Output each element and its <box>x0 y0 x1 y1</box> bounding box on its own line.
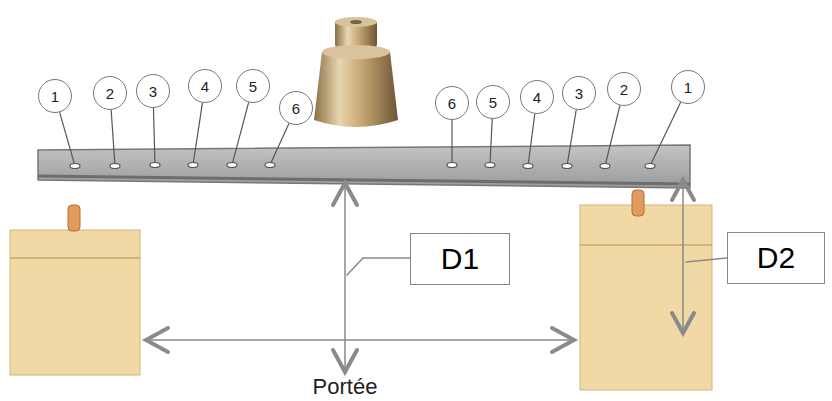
callout-number: 2 <box>620 81 628 98</box>
callout-circle: 1 <box>38 79 72 113</box>
leader-line <box>233 102 249 162</box>
callout-number: 1 <box>684 79 692 96</box>
callout-circle: 3 <box>136 74 170 108</box>
hole <box>265 163 275 168</box>
leader-line <box>60 112 75 163</box>
callout-number: 1 <box>51 88 59 105</box>
hole <box>485 163 495 168</box>
holes <box>70 163 655 169</box>
hole <box>70 164 80 169</box>
leader-lines <box>60 102 681 163</box>
dimension-label: D2 <box>757 241 795 275</box>
callout-number: 4 <box>533 89 541 106</box>
callout-number: 2 <box>106 85 114 102</box>
label-box: D1 <box>410 233 510 285</box>
leader-line <box>490 119 492 162</box>
callout-number: 4 <box>201 78 209 95</box>
callout-circle: 6 <box>279 91 313 125</box>
leader-line <box>451 120 452 162</box>
hole <box>150 163 160 168</box>
hole <box>188 163 198 168</box>
dimension-label: Portée <box>313 374 378 400</box>
callout-circle: 5 <box>236 69 270 103</box>
callout-number: 6 <box>448 95 456 112</box>
callout-circle: 4 <box>520 80 554 114</box>
beam <box>38 145 690 188</box>
callout-number: 3 <box>575 85 583 102</box>
leader-line <box>651 102 680 163</box>
callout-number: 3 <box>149 83 157 100</box>
leader-line <box>271 123 289 162</box>
left-support <box>10 205 140 375</box>
callout-circle: 4 <box>188 69 222 103</box>
leader-line <box>193 103 202 162</box>
dimension-lines <box>145 180 727 374</box>
callout-circle: 5 <box>476 85 510 119</box>
hole <box>600 164 610 169</box>
hole <box>110 164 120 169</box>
leader-line <box>606 106 620 164</box>
hole <box>523 164 533 169</box>
right-support <box>580 190 712 390</box>
leader-line <box>153 108 154 162</box>
callout-circle: 1 <box>671 70 705 104</box>
hole <box>447 163 457 168</box>
label-box: D2 <box>727 232 825 284</box>
hole <box>227 163 237 168</box>
callout-circle: 6 <box>435 86 469 120</box>
hole <box>562 164 572 169</box>
callout-number: 5 <box>249 78 257 95</box>
leader-line <box>111 110 115 163</box>
hole <box>645 164 655 169</box>
callout-circle: 3 <box>562 76 596 110</box>
dimension-label: D1 <box>441 242 479 276</box>
callout-circle: 2 <box>607 72 641 106</box>
leader-line <box>567 110 576 163</box>
callout-number: 6 <box>292 100 300 117</box>
leader-line <box>528 114 534 163</box>
callout-number: 5 <box>489 94 497 111</box>
callout-circle: 2 <box>93 76 127 110</box>
weight <box>314 17 398 127</box>
